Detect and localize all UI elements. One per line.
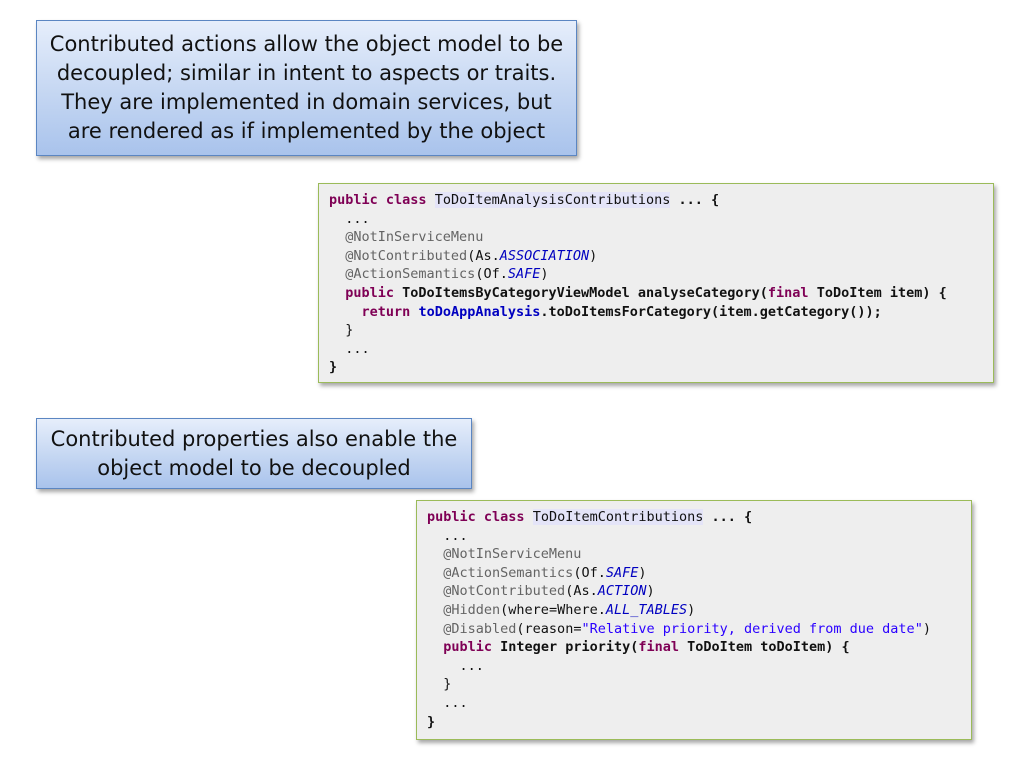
callout-line: They are implemented in domain services,…	[61, 90, 552, 114]
code-line-annotation: @NotInServiceMenu	[345, 229, 484, 246]
code-line-annotation: @Disabled(reason="Relative priority, der…	[443, 620, 931, 637]
contributed-properties-callout: Contributed properties also enable the o…	[36, 418, 472, 489]
callout-line: Contributed actions allow the object mod…	[49, 32, 564, 56]
contributed-actions-callout: Contributed actions allow the object mod…	[36, 20, 577, 156]
class-name: ToDoItemContributions	[532, 509, 704, 525]
code-line-class-decl: public class ToDoItemContributions ... {	[427, 509, 753, 525]
code-line-close-brace: }	[443, 676, 452, 693]
code-line-annotation: @NotInServiceMenu	[443, 546, 582, 563]
callout-line: are rendered as if implemented by the ob…	[67, 119, 546, 143]
code-line-ellipsis: ...	[443, 694, 468, 711]
code-line-ellipsis: ...	[345, 210, 370, 227]
code-line-ellipsis: ...	[459, 657, 484, 674]
code-line-ellipsis: ...	[345, 340, 370, 357]
code-line-method-signature: public ToDoItemsByCategoryViewModel anal…	[345, 284, 947, 301]
code-line-close-brace: }	[427, 713, 436, 730]
contributed-properties-code-block: public class ToDoItemContributions ... {…	[416, 500, 972, 740]
callout-line: decoupled; similar in intent to aspects …	[56, 61, 557, 85]
callout-line: Contributed properties also enable the	[50, 426, 458, 451]
code-line-annotation: @NotContributed(As.ASSOCIATION)	[345, 247, 598, 264]
callout-line: object model to be decoupled	[97, 455, 411, 480]
code-line-ellipsis: ...	[443, 527, 468, 544]
code-line-close-brace: }	[345, 322, 354, 339]
code-line-annotation: @ActionSemantics(Of.SAFE)	[443, 564, 647, 581]
code-line-method-signature: public Integer priority(final ToDoItem t…	[443, 639, 850, 656]
contributed-actions-code-block: public class ToDoItemAnalysisContributio…	[318, 183, 994, 383]
code-line-annotation: @NotContributed(As.ACTION)	[443, 583, 655, 600]
code-line-close-brace: }	[329, 359, 338, 376]
code-line-return: return toDoAppAnalysis.toDoItemsForCateg…	[361, 303, 882, 320]
code-line-annotation: @ActionSemantics(Of.SAFE)	[345, 266, 549, 283]
code-line-annotation: @Hidden(where=Where.ALL_TABLES)	[443, 601, 696, 618]
code-line-class-decl: public class ToDoItemAnalysisContributio…	[329, 192, 720, 208]
class-name: ToDoItemAnalysisContributions	[434, 192, 671, 208]
